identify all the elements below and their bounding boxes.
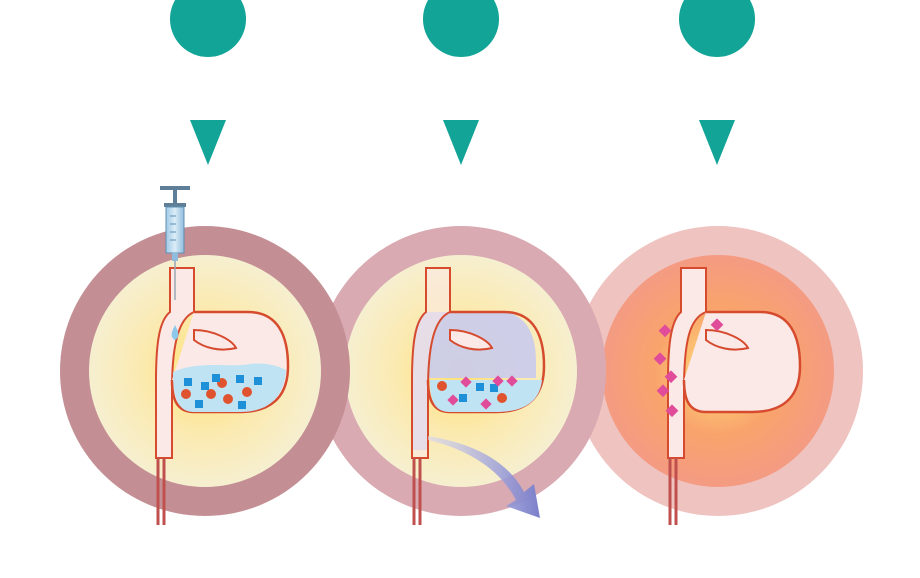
step-2-panel: [316, 226, 606, 525]
step-1-panel: [60, 186, 350, 525]
mixed-particles: [181, 374, 262, 409]
step-number: 2: [450, 74, 472, 118]
organ: [411, 267, 546, 525]
water-drop-icon: [171, 325, 179, 340]
flow-arrow-icon: [428, 436, 540, 518]
step-number: 3: [706, 74, 728, 118]
step-marker-2: 2: [423, 0, 499, 165]
mixed-particles: [437, 375, 518, 410]
step-marker-3: 3: [679, 0, 755, 165]
step-3-panel: [573, 226, 863, 525]
step-number: 1: [197, 74, 219, 118]
syringe-icon: [160, 186, 190, 300]
step-marker-1: 1: [170, 0, 246, 165]
